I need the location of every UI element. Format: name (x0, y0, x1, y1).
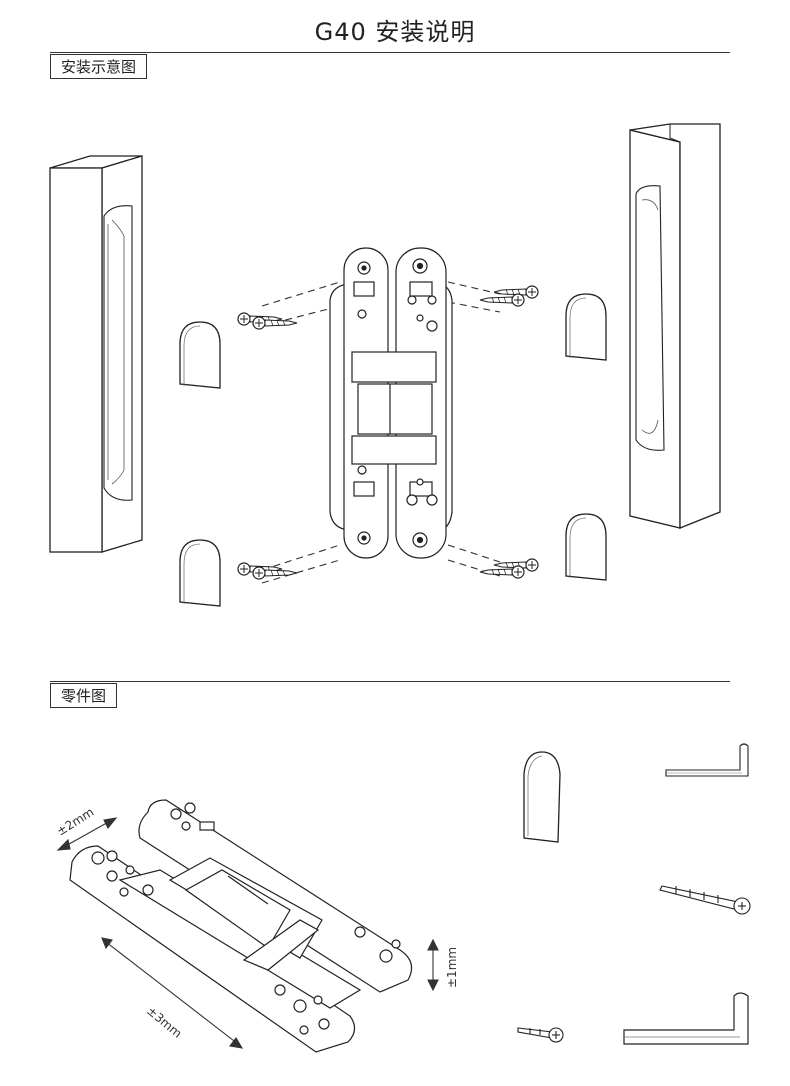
left-frame-post (49, 155, 143, 553)
right-door-post (629, 123, 721, 529)
hinge-isometric (69, 799, 413, 1053)
cap-part (523, 751, 561, 843)
parts-divider (50, 681, 730, 682)
depth-adjust-label: ±3mm (144, 1004, 184, 1041)
cap-bottom-right (565, 513, 607, 581)
large-hex-key (623, 992, 749, 1045)
height-adjust-label: ±1mm (445, 947, 459, 988)
short-screw (517, 1027, 564, 1043)
installation-section-label: 安装示意图 (50, 54, 148, 79)
page-title: G40 安装说明 (314, 18, 476, 46)
screws-right-top (479, 285, 539, 307)
width-adjust-label: ±2mm (54, 805, 96, 839)
cap-top-left (179, 321, 221, 389)
screws-right-bottom (479, 558, 539, 579)
alignment-lines (261, 281, 501, 584)
cap-top-right (565, 293, 607, 361)
dimension-arrows (56, 817, 439, 1049)
screws-left-top (237, 312, 298, 330)
cap-bottom-left (179, 539, 221, 607)
parts-section-label: 零件图 (50, 683, 118, 708)
title-divider (50, 52, 730, 53)
small-hex-key (665, 743, 749, 777)
screws-left-bottom (237, 562, 298, 580)
long-screw (659, 885, 751, 915)
hinge-assembly (329, 247, 453, 559)
